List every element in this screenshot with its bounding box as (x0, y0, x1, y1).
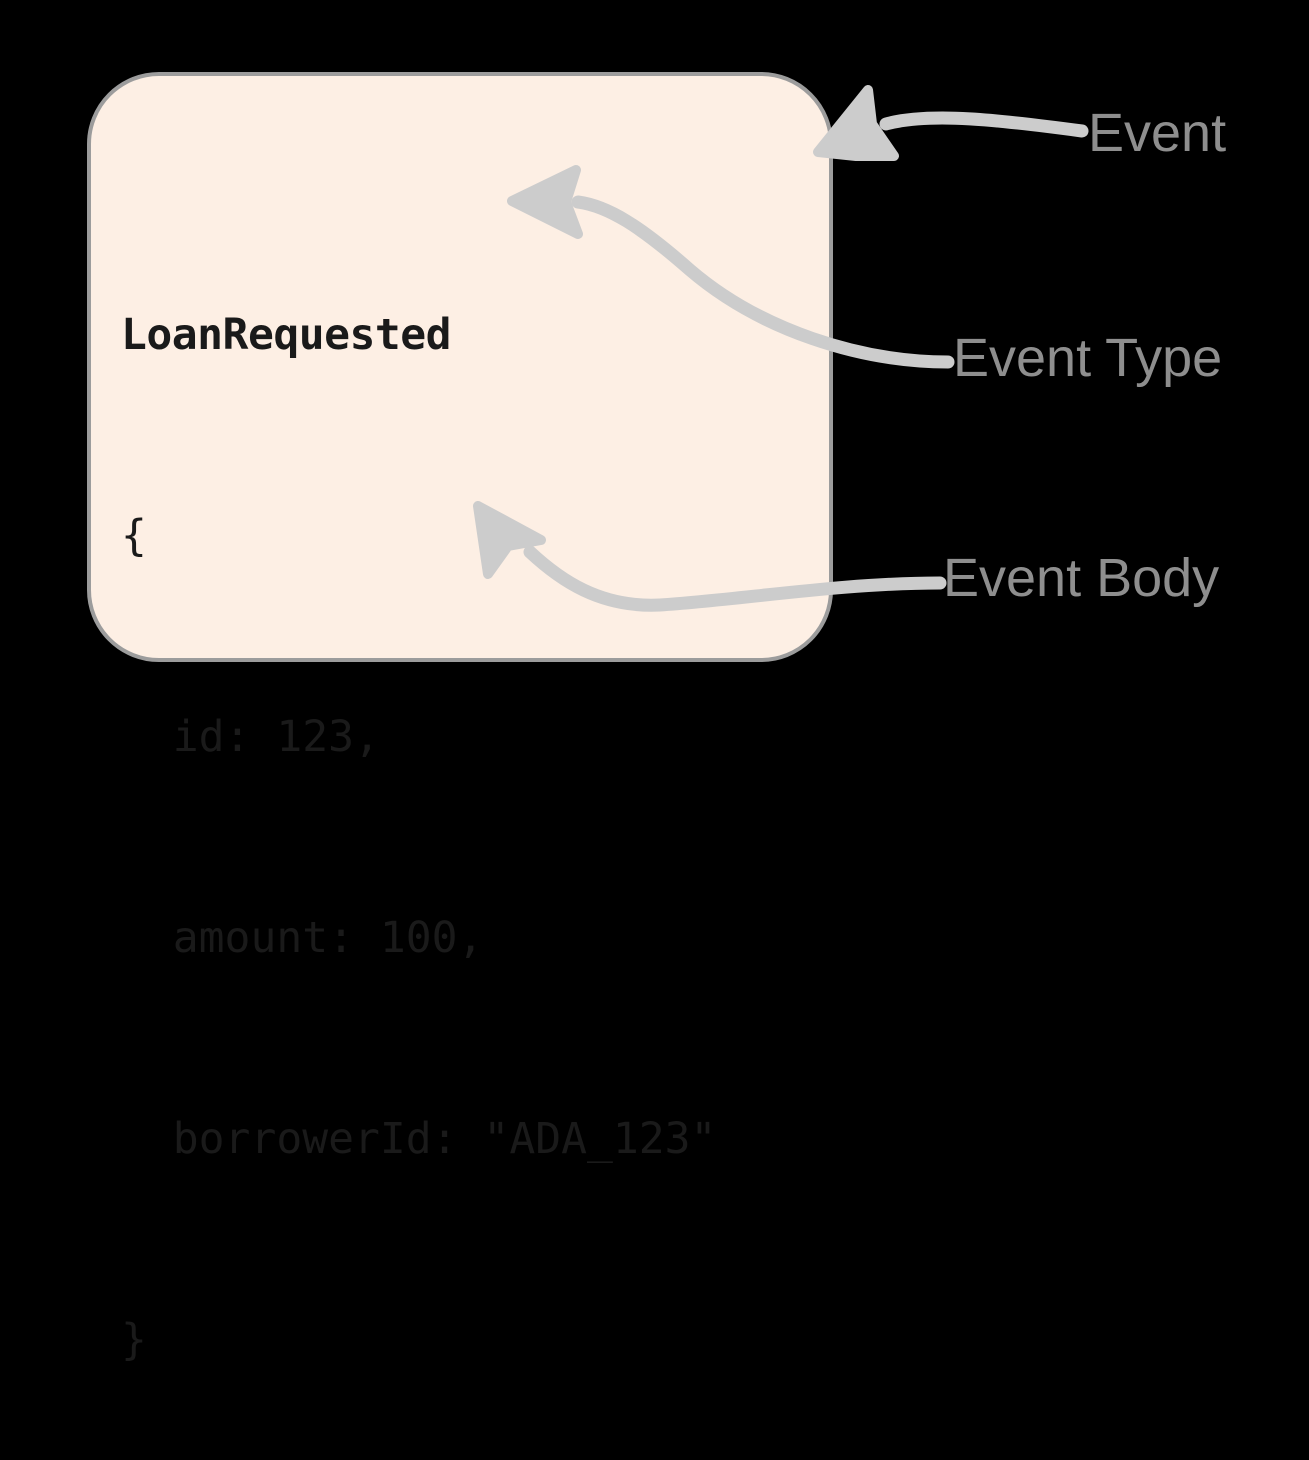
arrow-event-line (879, 111, 1089, 138)
annotation-label-event-body: Event Body (943, 548, 1220, 608)
event-card: LoanRequested { id: 123, amount: 100, bo… (87, 72, 833, 1365)
annotation-label-event-type: Event Type (953, 328, 1223, 388)
event-field-amount: amount: 100, (121, 913, 484, 963)
event-field-borrowerid: borrowerId: "ADA_123" (121, 1114, 717, 1164)
arrow-event (813, 85, 1089, 161)
event-type-line: LoanRequested (121, 310, 452, 360)
diagram-canvas: LoanRequested { id: 123, amount: 100, bo… (87, 72, 1227, 1365)
event-body-open-brace: { (121, 511, 147, 561)
event-body-close-brace: } (121, 1315, 147, 1365)
event-field-id: id: 123, (121, 712, 380, 762)
annotation-label-event: Event (1088, 103, 1227, 163)
event-code-block: LoanRequested { id: 123, amount: 100, bo… (121, 168, 819, 1460)
